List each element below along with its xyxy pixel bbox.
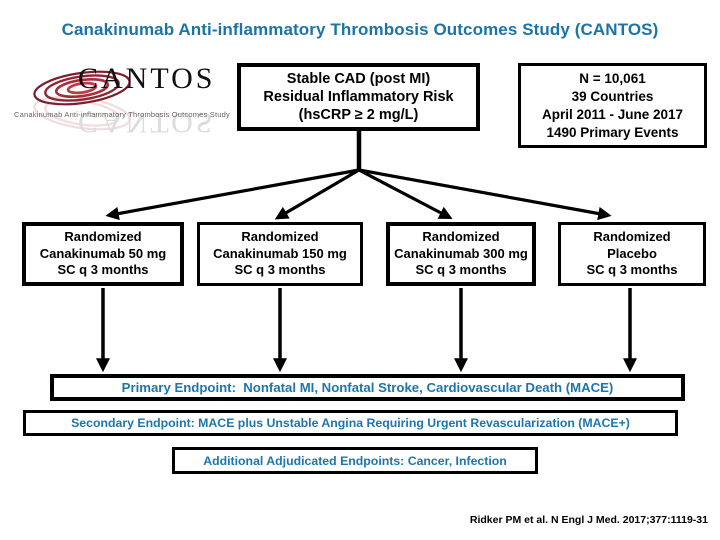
arm-line: Randomized xyxy=(64,229,142,245)
arm-followup-arrows-icon xyxy=(96,288,637,373)
arm-line: Canakinumab 150 mg xyxy=(213,245,347,261)
arm-line: SC q 3 months xyxy=(234,262,326,278)
stats-line: 39 Countries xyxy=(571,88,654,104)
arm-box-canakinumab-50mg: Randomized Canakinumab 50 mg SC q 3 mont… xyxy=(22,222,184,286)
population-line: (hsCRP ≥ 2 mg/L) xyxy=(298,107,419,123)
arm-box-placebo: Randomized Placebo SC q 3 months xyxy=(558,222,706,286)
cantos-logo-caption: Canakinumab Anti-inflammatory Thrombosis… xyxy=(14,110,230,119)
arm-line: Randomized xyxy=(422,229,500,245)
stats-line: April 2011 - June 2017 xyxy=(541,106,684,122)
additional-endpoints-bar: Additional Adjudicated Endpoints: Cancer… xyxy=(172,447,538,474)
stats-line: N = 10,061 xyxy=(579,70,646,86)
citation: Ridker PM et al. N Engl J Med. 2017;377:… xyxy=(469,514,708,526)
slide-title: Canakinumab Anti-inflammatory Thrombosis… xyxy=(61,20,659,39)
population-line: Residual Inflammatory Risk xyxy=(263,89,454,105)
population-box: Stable CAD (post MI) Residual Inflammato… xyxy=(237,63,480,131)
arm-line: Randomized xyxy=(593,229,671,245)
arm-line: SC q 3 months xyxy=(415,262,507,278)
study-stats-box: N = 10,061 39 Countries April 2011 - Jun… xyxy=(518,63,707,148)
cantos-spiral-icon xyxy=(33,70,131,106)
secondary-endpoint-bar: Secondary Endpoint: MACE plus Unstable A… xyxy=(23,410,678,436)
arm-line: SC q 3 months xyxy=(57,262,149,278)
population-line: Stable CAD (post MI) xyxy=(286,71,431,87)
secondary-endpoint-text: Secondary Endpoint: MACE plus Unstable A… xyxy=(71,416,630,430)
arm-line: Randomized xyxy=(241,229,319,245)
arm-line: SC q 3 months xyxy=(586,262,678,278)
arm-line: Canakinumab 50 mg xyxy=(39,245,167,261)
cantos-logo: CANTOS CANTOS Canakinumab Anti-inflammat… xyxy=(14,62,230,139)
stats-line: 1490 Primary Events xyxy=(546,124,679,140)
arm-line: Placebo xyxy=(607,245,657,261)
additional-endpoints-text: Additional Adjudicated Endpoints: Cancer… xyxy=(203,453,507,468)
arm-line: Canakinumab 300 mg xyxy=(394,245,528,261)
arm-box-canakinumab-300mg: Randomized Canakinumab 300 mg SC q 3 mon… xyxy=(386,222,536,286)
randomization-fan-arrows-icon xyxy=(105,130,612,221)
primary-endpoint-bar: Primary Endpoint: Nonfatal MI, Nonfatal … xyxy=(50,374,685,401)
primary-endpoint-text: Primary Endpoint: Nonfatal MI, Nonfatal … xyxy=(121,380,614,395)
cantos-logo-art: CANTOS xyxy=(14,62,230,106)
arm-box-canakinumab-150mg: Randomized Canakinumab 150 mg SC q 3 mon… xyxy=(197,222,363,286)
cantos-logo-wordmark: CANTOS xyxy=(78,62,216,95)
